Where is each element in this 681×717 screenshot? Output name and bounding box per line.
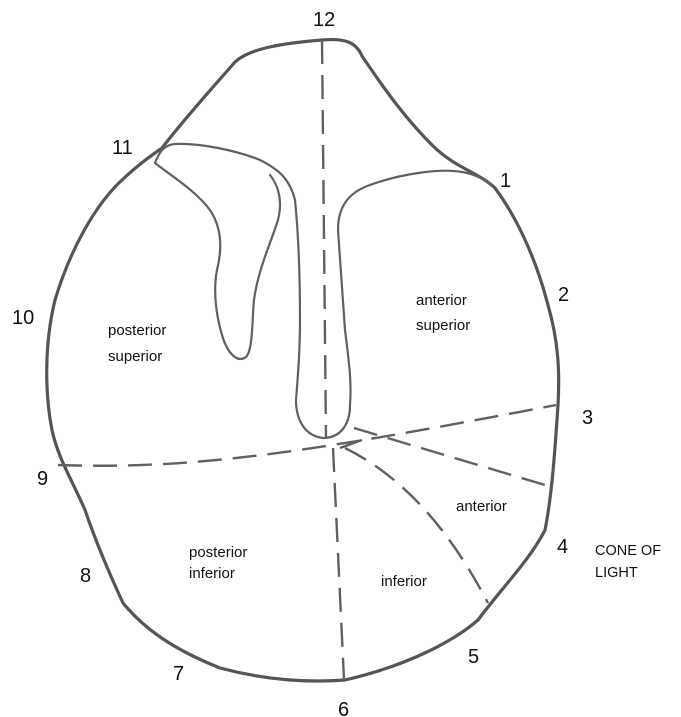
region-anterior-superior-line2: superior (416, 317, 470, 334)
horizontal-axis (58, 405, 556, 466)
region-anterior: anterior (456, 498, 507, 515)
region-posterior-superior-line2: superior (108, 348, 162, 365)
cone-of-light-label-line2: LIGHT (595, 565, 638, 581)
cone-of-light-label-line1: CONE OF (595, 543, 661, 559)
clock-9-label: 9 (37, 468, 48, 490)
vertical-axis-lower (333, 448, 344, 680)
posterior-fold (155, 163, 280, 359)
clock-8-label: 8 (80, 565, 91, 587)
region-posterior-inferior-line1: posterior (189, 544, 247, 561)
clock-1-label: 1 (500, 170, 511, 192)
vertical-axis-upper (322, 40, 326, 438)
region-posterior-inferior-line2: inferior (189, 565, 235, 582)
clock-10-label: 10 (12, 307, 34, 329)
clock-6-label: 6 (338, 699, 349, 717)
clock-5-label: 5 (468, 646, 479, 668)
region-posterior-superior-line1: posterior (108, 322, 166, 339)
clock-4-label: 4 (557, 536, 568, 558)
clock-2-label: 2 (558, 284, 569, 306)
clock-3-label: 3 (582, 407, 593, 429)
clock-11-label: 11 (112, 137, 133, 159)
clock-7-label: 7 (173, 663, 184, 685)
clock-12-label: 12 (313, 9, 335, 31)
region-anterior-superior-line1: anterior (416, 292, 467, 309)
region-inferior: inferior (381, 573, 427, 590)
